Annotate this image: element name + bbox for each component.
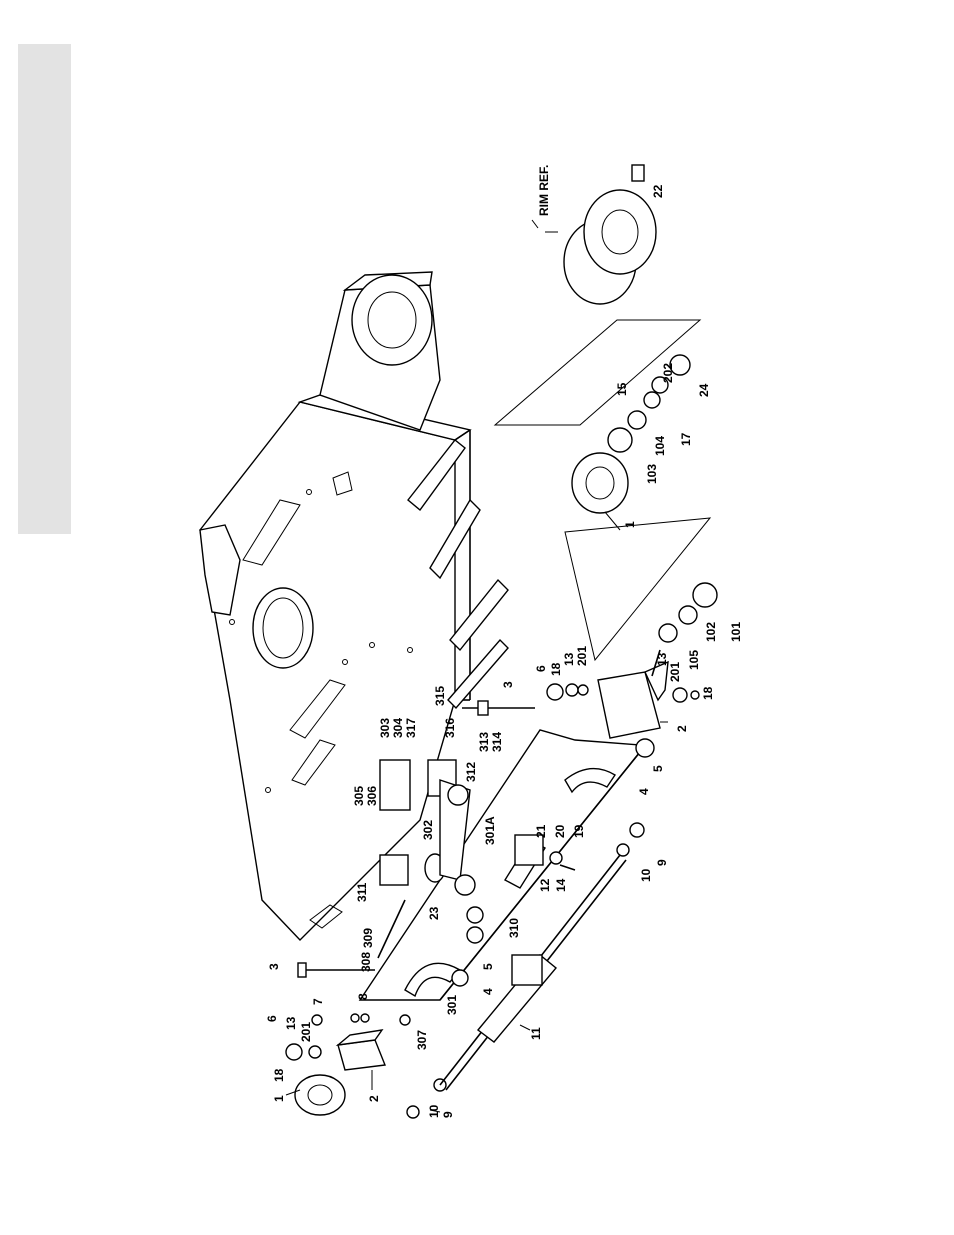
callout-rim-ref: RIM REF. <box>537 165 551 216</box>
callout-303: 303 <box>378 718 392 738</box>
callout-8: 8 <box>356 993 370 1000</box>
callout-6-right: 6 <box>534 665 548 672</box>
callout-24: 24 <box>697 383 711 397</box>
callout-5-left: 5 <box>481 963 495 970</box>
callout-314: 314 <box>490 732 504 752</box>
callout-19: 19 <box>572 824 586 838</box>
callout-5-right: 5 <box>651 765 665 772</box>
callout-22: 22 <box>651 184 665 198</box>
callout-7: 7 <box>311 998 325 1005</box>
callout-308: 308 <box>359 952 373 972</box>
callout-3-left: 3 <box>267 963 281 970</box>
callout-104: 104 <box>653 436 667 456</box>
callout-6-left: 6 <box>265 1015 279 1022</box>
callout-1-right: 1 <box>623 521 637 528</box>
callout-103: 103 <box>645 464 659 484</box>
callout-301: 301 <box>445 995 459 1015</box>
hub-right <box>495 320 717 660</box>
callout-4-right: 4 <box>637 788 651 795</box>
callout-1-left: 1 <box>272 1095 286 1102</box>
callout-18-right-top: 18 <box>549 662 563 676</box>
callout-2-left: 2 <box>367 1095 381 1102</box>
callout-20: 20 <box>553 824 567 838</box>
callout-201-left: 201 <box>299 1022 313 1042</box>
callout-10-right: 10 <box>639 868 653 882</box>
callout-309: 309 <box>361 928 375 948</box>
callout-102: 102 <box>704 622 718 642</box>
callout-101: 101 <box>729 622 743 642</box>
callout-15: 15 <box>615 382 629 396</box>
callout-14: 14 <box>554 878 568 892</box>
callout-12: 12 <box>538 878 552 892</box>
bolt-3-right <box>462 701 535 715</box>
callout-311: 311 <box>355 882 369 902</box>
callout-11: 11 <box>529 1027 543 1040</box>
callout-201-right-top: 201 <box>575 646 589 666</box>
callout-23: 23 <box>427 906 441 920</box>
callout-10-left: 10 <box>427 1104 441 1118</box>
callout-304: 304 <box>391 718 405 738</box>
callout-13-left: 13 <box>284 1016 298 1030</box>
callout-201-right-bot: 201 <box>668 662 682 682</box>
callout-4-left: 4 <box>481 988 495 995</box>
callout-202: 202 <box>661 363 675 383</box>
callout-21: 21 <box>534 824 548 838</box>
callout-302: 302 <box>421 820 435 840</box>
callout-9-left: 9 <box>441 1111 455 1118</box>
callout-3-right: 3 <box>501 681 515 688</box>
callout-313: 313 <box>477 732 491 752</box>
callout-2-right: 2 <box>675 725 689 732</box>
callout-17: 17 <box>679 432 693 446</box>
callout-316: 316 <box>443 718 457 738</box>
callout-18-right-bot: 18 <box>701 686 715 700</box>
callout-306: 306 <box>365 786 379 806</box>
callout-305: 305 <box>352 786 366 806</box>
callout-13-right-top: 13 <box>562 652 576 666</box>
callout-312: 312 <box>464 762 478 782</box>
callout-105: 105 <box>687 650 701 670</box>
callout-13-right-bot: 13 <box>655 652 669 666</box>
callout-317: 317 <box>404 718 418 738</box>
callout-301a: 301A <box>483 816 497 845</box>
callout-9-right: 9 <box>655 859 669 866</box>
callout-18-left: 18 <box>272 1068 286 1082</box>
callout-310: 310 <box>507 918 521 938</box>
callout-307: 307 <box>415 1030 429 1050</box>
callout-315: 315 <box>433 686 447 706</box>
